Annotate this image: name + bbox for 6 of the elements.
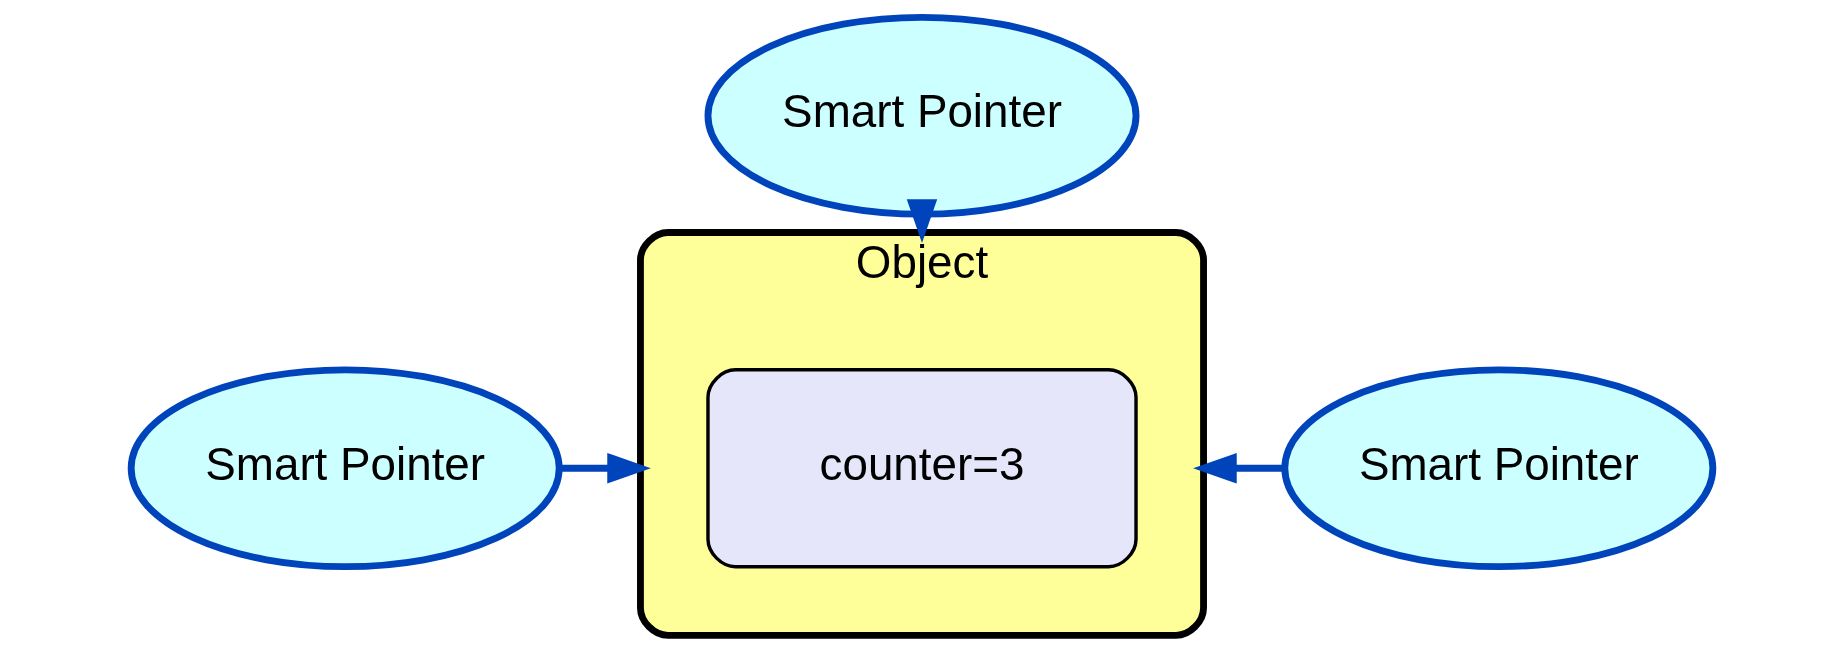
arrow	[1192, 453, 1284, 484]
node-ellipse: Smart Pointer	[127, 366, 563, 571]
node-ellipse: Smart Pointer	[1280, 366, 1716, 571]
arrow	[906, 199, 937, 243]
arrow	[558, 453, 651, 484]
node-box: counter=3	[705, 368, 1138, 569]
